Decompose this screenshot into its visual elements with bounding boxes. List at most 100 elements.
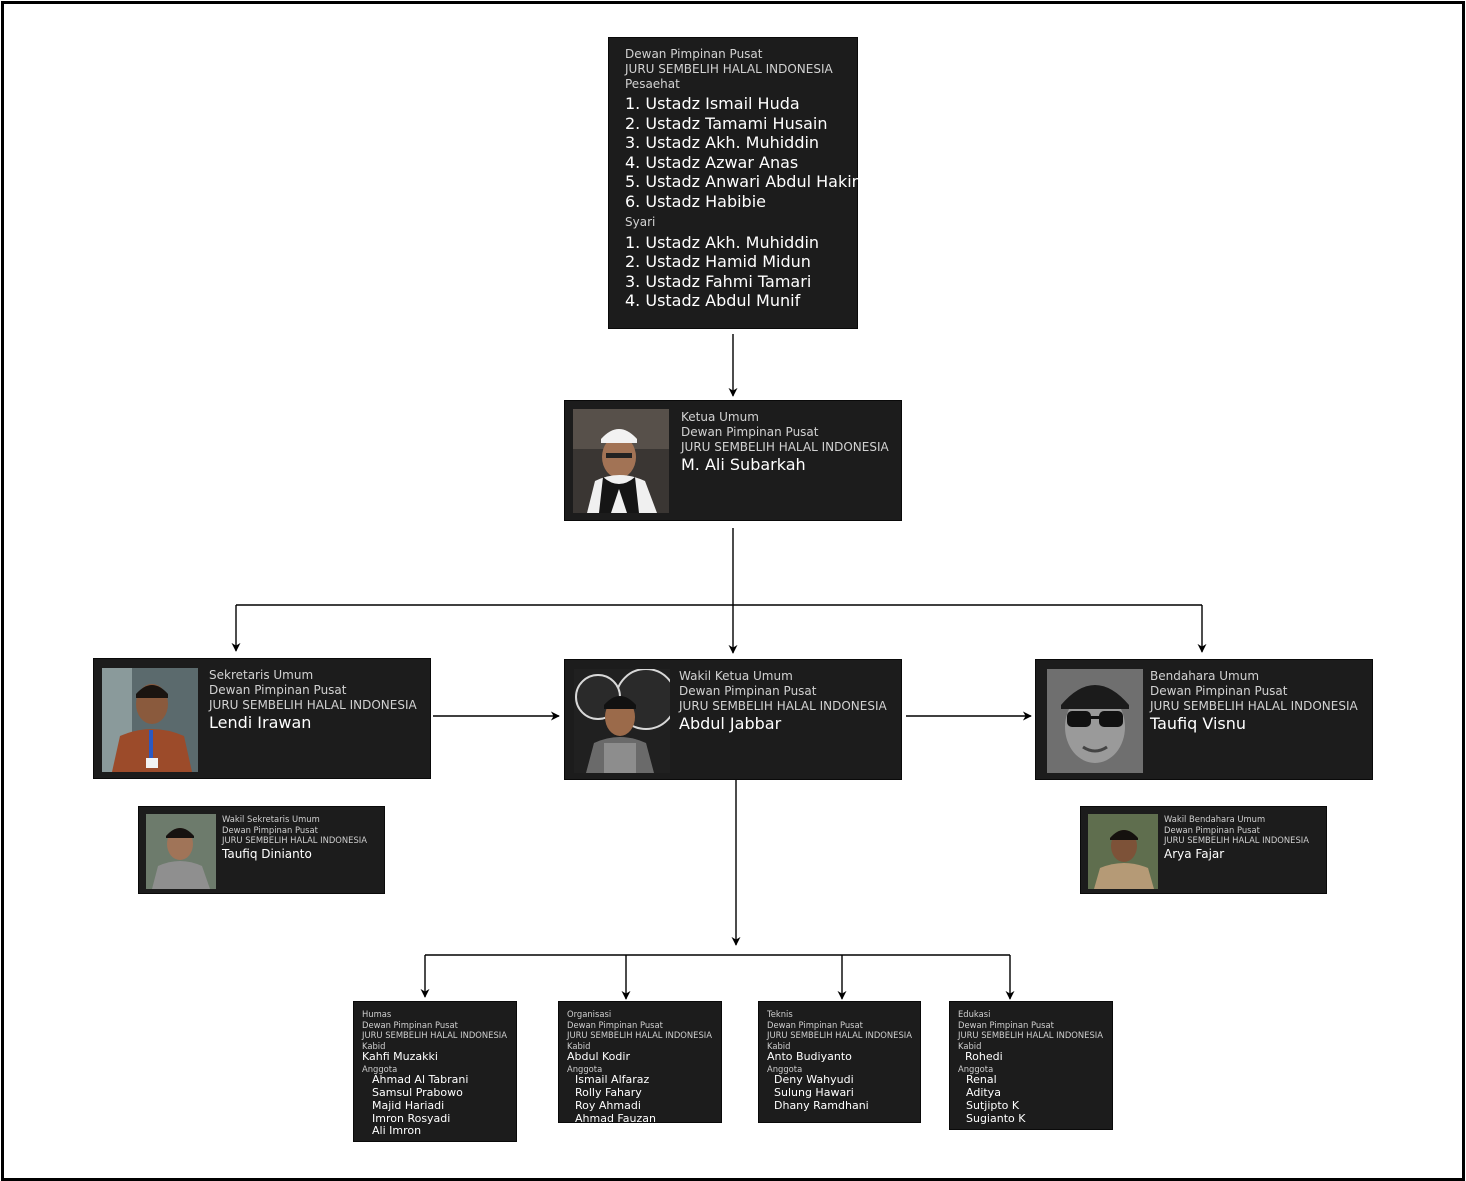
wakil-sekretaris-umum-box: Wakil Sekretaris Umum Dewan Pimpinan Pus… (138, 806, 385, 894)
anggota-label: Anggota (958, 1063, 994, 1074)
sekretaris-portrait-photo (102, 668, 198, 772)
division-title: Teknis (767, 1009, 793, 1019)
list-item: Ali Imron (372, 1124, 422, 1138)
org-line-2: JURU SEMBELIH HALAL INDONESIA (567, 1030, 712, 1040)
anggota-label: Anggota (362, 1063, 398, 1074)
list-item: 4. Ustadz Azwar Anas (625, 152, 799, 172)
group-label-pesaehat: Pesaehat (625, 77, 680, 91)
group-label-syari: Syari (625, 214, 656, 229)
org-line-1: Dewan Pimpinan Pusat (625, 47, 763, 61)
list-item: Ahmad Fauzan (575, 1111, 656, 1125)
org-line-2: JURU SEMBELIH HALAL INDONESIA (958, 1030, 1103, 1040)
division-box-organisasi: Organisasi Dewan Pimpinan Pusat JURU SEM… (558, 1001, 722, 1125)
kabid-name: Anto Budiyanto (767, 1050, 852, 1063)
list-item: 3. Ustadz Akh. Muhiddin (625, 133, 820, 153)
org-line-2: JURU SEMBELIH HALAL INDONESIA (1164, 835, 1309, 845)
role-title: Wakil Ketua Umum (679, 669, 793, 683)
division-title: Organisasi (567, 1009, 612, 1019)
role-title: Ketua Umum (681, 410, 759, 424)
division-box-humas: Humas Dewan Pimpinan Pusat JURU SEMBELIH… (353, 1001, 517, 1142)
kabid-name: Abdul Kodir (567, 1050, 630, 1063)
org-line-1: Dewan Pimpinan Pusat (679, 684, 817, 698)
org-line-1: Dewan Pimpinan Pusat (767, 1019, 863, 1030)
list-item: Aditya (966, 1086, 1001, 1100)
list-item: Renal (966, 1073, 997, 1087)
role-title: Wakil Bendahara Umum (1164, 814, 1266, 824)
anggota-label: Anggota (567, 1063, 603, 1074)
org-line-2: JURU SEMBELIH HALAL INDONESIA (222, 835, 367, 845)
list-item: Rolly Fahary (575, 1086, 642, 1100)
kabid-label: Kabid (362, 1040, 386, 1051)
person-name: Lendi Irawan (209, 713, 312, 732)
list-item: Samsul Prabowo (372, 1086, 463, 1100)
ketua-umum-box: Ketua Umum Dewan Pimpinan Pusat JURU SEM… (564, 400, 902, 521)
kabid-label: Kabid (567, 1040, 591, 1051)
kabid-label: Kabid (767, 1040, 791, 1051)
list-item: 2. Ustadz Tamami Husain (625, 113, 828, 133)
org-line-1: Dewan Pimpinan Pusat (1164, 824, 1260, 835)
kabid-name: Kahfi Muzakki (362, 1050, 438, 1063)
pesaehat-list: 1. Ustadz Ismail Huda 2. Ustadz Tamami H… (625, 94, 868, 212)
org-line-1: Dewan Pimpinan Pusat (1150, 684, 1288, 698)
list-item: Sulung Hawari (774, 1086, 854, 1100)
org-line-1: Dewan Pimpinan Pusat (681, 425, 819, 439)
wakil-bendahara-umum-box: Wakil Bendahara Umum Dewan Pimpinan Pusa… (1080, 806, 1327, 894)
org-line-1: Dewan Pimpinan Pusat (567, 1019, 663, 1030)
anggota-list: Renal Aditya Sutjipto K Sugianto K (958, 1073, 1112, 1125)
org-line-2: JURU SEMBELIH HALAL INDONESIA (1150, 699, 1358, 713)
kabid-name: Rohedi (965, 1050, 1003, 1063)
list-item: Deny Wahyudi (774, 1073, 854, 1087)
org-line-2: JURU SEMBELIH HALAL INDONESIA (681, 440, 889, 454)
division-box-teknis: Teknis Dewan Pimpinan Pusat JURU SEMBELI… (758, 1001, 921, 1123)
list-item: 1. Ustadz Akh. Muhiddin (625, 232, 820, 252)
list-item: 6. Ustadz Habibie (625, 191, 766, 211)
org-line-2: JURU SEMBELIH HALAL INDONESIA (767, 1030, 912, 1040)
role-title: Bendahara Umum (1150, 669, 1260, 683)
list-item: 2. Ustadz Hamid Midun (625, 252, 811, 272)
org-line-1: Dewan Pimpinan Pusat (958, 1019, 1054, 1030)
org-line-2: JURU SEMBELIH HALAL INDONESIA (625, 62, 833, 76)
person-name: Abdul Jabbar (679, 714, 782, 733)
advisory-board-box: Dewan Pimpinan Pusat JURU SEMBELIH HALAL… (608, 37, 868, 329)
wakil-ketua-umum-box: Wakil Ketua Umum Dewan Pimpinan Pusat JU… (564, 659, 902, 780)
bendahara-umum-box: Bendahara Umum Dewan Pimpinan Pusat JURU… (1035, 659, 1373, 780)
org-line-1: Dewan Pimpinan Pusat (222, 824, 318, 835)
list-item: 5. Ustadz Anwari Abdul Hakim (625, 172, 868, 192)
list-item: 3. Ustadz Fahmi Tamari (625, 271, 812, 291)
division-title: Humas (362, 1009, 392, 1019)
list-item: Sutjipto K (966, 1098, 1020, 1112)
list-item: Majid Hariadi (372, 1098, 445, 1112)
role-title: Sekretaris Umum (209, 668, 314, 682)
anggota-list: Deny Wahyudi Sulung Hawari Dhany Ramdhan… (767, 1073, 920, 1112)
wakil-sekretaris-portrait-photo (146, 814, 216, 889)
org-line-2: JURU SEMBELIH HALAL INDONESIA (679, 699, 887, 713)
anggota-list: Ismail Alfaraz Rolly Fahary Roy Ahmadi A… (567, 1073, 721, 1125)
bendahara-portrait-photo (1047, 669, 1143, 773)
ketua-portrait-photo (573, 409, 669, 513)
list-item: Dhany Ramdhani (774, 1098, 869, 1112)
wakil-ketua-portrait-photo (574, 669, 670, 773)
anggota-list: Ahmad Al Tabrani Samsul Prabowo Majid Ha… (362, 1073, 516, 1138)
list-item: Sugianto K (966, 1111, 1026, 1125)
anggota-label: Anggota (767, 1063, 803, 1074)
person-name: M. Ali Subarkah (681, 455, 806, 474)
role-title: Wakil Sekretaris Umum (222, 814, 320, 824)
division-title: Edukasi (958, 1009, 991, 1019)
wakil-bendahara-portrait-photo (1088, 814, 1158, 889)
division-box-edukasi: Edukasi Dewan Pimpinan Pusat JURU SEMBEL… (949, 1001, 1113, 1130)
list-item: Ismail Alfaraz (575, 1073, 650, 1087)
person-name: Taufiq Dinianto (222, 846, 312, 861)
list-item: Imron Rosyadi (372, 1111, 451, 1125)
person-name: Arya Fajar (1164, 846, 1225, 861)
sekretaris-umum-box: Sekretaris Umum Dewan Pimpinan Pusat JUR… (93, 658, 431, 779)
list-item: 1. Ustadz Ismail Huda (625, 94, 800, 113)
list-item: Ahmad Al Tabrani (372, 1073, 469, 1087)
org-line-2: JURU SEMBELIH HALAL INDONESIA (209, 698, 417, 712)
org-line-1: Dewan Pimpinan Pusat (362, 1019, 458, 1030)
person-name: Taufiq Visnu (1150, 714, 1247, 733)
kabid-label: Kabid (958, 1040, 982, 1051)
org-line-2: JURU SEMBELIH HALAL INDONESIA (362, 1030, 507, 1040)
list-item: 4. Ustadz Abdul Munif (625, 291, 801, 311)
list-item: Roy Ahmadi (575, 1098, 641, 1112)
